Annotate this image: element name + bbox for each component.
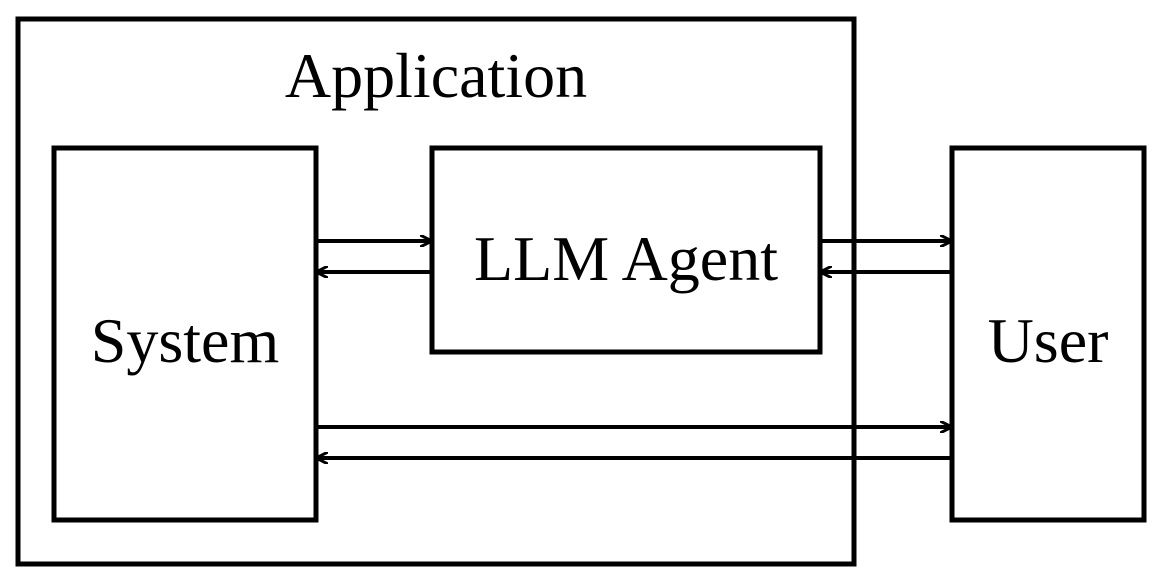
user-box	[949, 145, 1147, 523]
application-label: Application	[285, 40, 587, 111]
llm-agent-label: LLM Agent	[474, 223, 778, 294]
system-box	[51, 145, 319, 523]
system-label: System	[91, 305, 279, 376]
user-label: User	[988, 305, 1109, 376]
llm-agent-box	[429, 145, 823, 355]
